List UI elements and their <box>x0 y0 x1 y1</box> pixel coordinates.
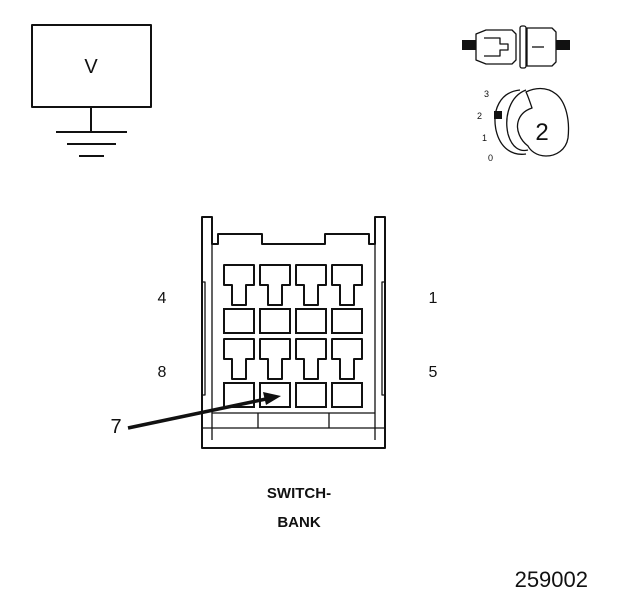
pin-cavity-box-row1-1 <box>223 308 255 334</box>
pin-cavity-lower-3 <box>295 338 327 380</box>
ground-symbol-icon <box>56 107 127 157</box>
plug-connector-icon <box>462 25 570 69</box>
pin-label-8: 8 <box>158 364 167 381</box>
voltmeter-symbol: V <box>31 24 152 157</box>
pin-cavity-upper-2 <box>259 264 291 306</box>
voltmeter-label: V <box>84 56 98 78</box>
pin-cavity-box-row2-3 <box>295 382 327 408</box>
pin-cavity-upper-1 <box>223 264 255 306</box>
probe-pin-label: 7 <box>110 416 121 438</box>
switch-position-1: 1 <box>482 133 487 143</box>
connector-pin-grid <box>223 264 363 408</box>
pin-cavity-box-row2-2 <box>259 382 291 408</box>
pin-label-4: 4 <box>158 290 167 307</box>
probe-arrow-icon <box>127 392 281 430</box>
pin-cavity-box-row1-4 <box>331 308 363 334</box>
pin-cavity-upper-3 <box>295 264 327 306</box>
pin-cavity-upper-4 <box>331 264 363 306</box>
pin-cavity-box-row1-2 <box>259 308 291 334</box>
figure-number: 259002 <box>515 567 588 592</box>
connector-caption-line1: SWITCH- <box>267 485 331 502</box>
pin-label-5: 5 <box>429 364 438 381</box>
switch-position-0: 0 <box>488 153 493 163</box>
pin-cavity-box-row2-4 <box>331 382 363 408</box>
connector-caption-line2: BANK <box>277 514 320 531</box>
switch-position-2: 2 <box>477 111 482 121</box>
pin-cavity-box-row1-3 <box>295 308 327 334</box>
connector-housing <box>201 216 386 449</box>
pin-cavity-lower-2 <box>259 338 291 380</box>
pin-label-1: 1 <box>429 290 438 307</box>
pin-cavity-lower-1 <box>223 338 255 380</box>
rotary-switch-icon: 3 2 1 0 2 <box>477 87 570 163</box>
pin-cavity-lower-4 <box>331 338 363 380</box>
switch-position-3: 3 <box>484 89 489 99</box>
switch-position-number: 2 <box>535 119 548 146</box>
pin-cavity-box-row2-1 <box>223 382 255 408</box>
